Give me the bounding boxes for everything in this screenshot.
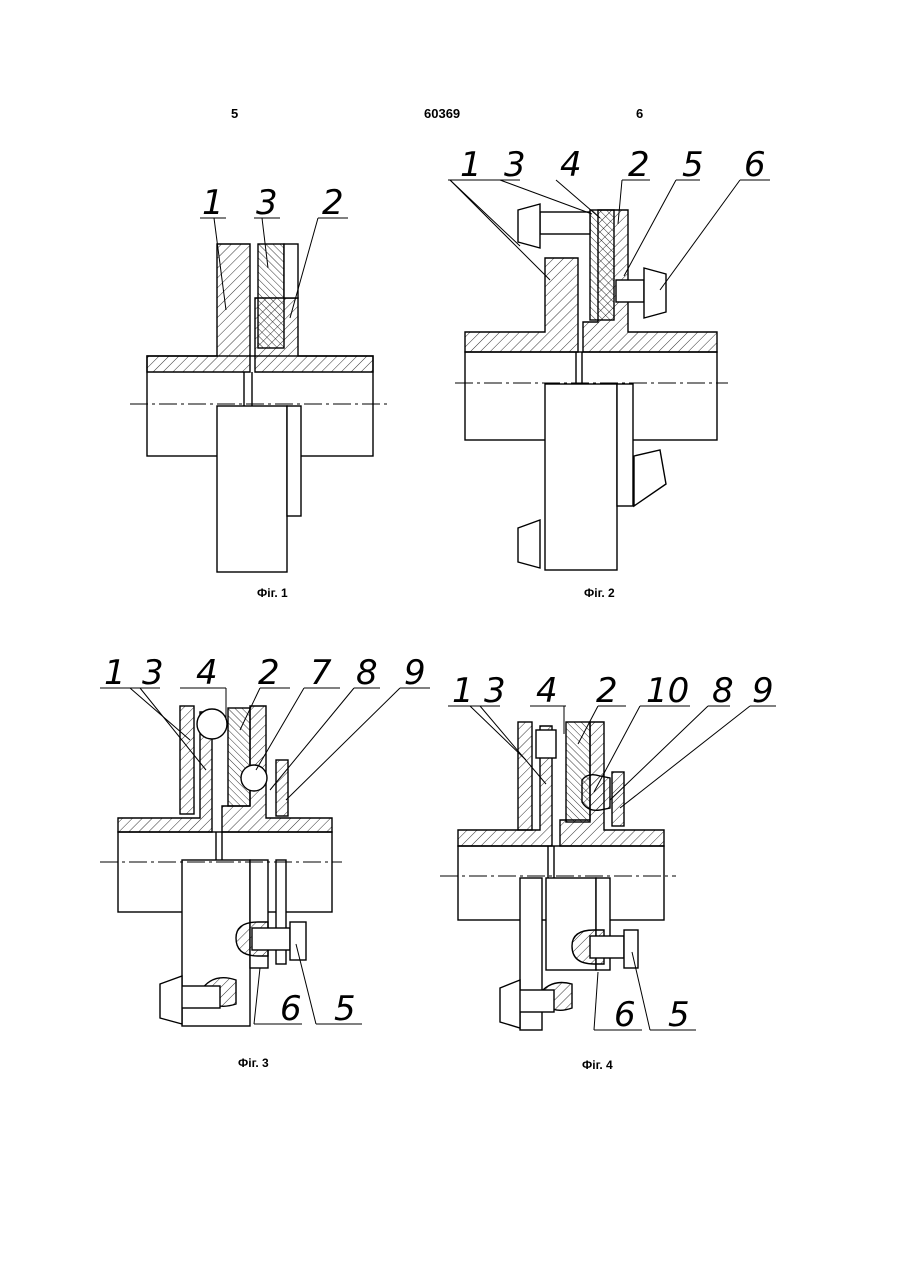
fig2-label-6: 6 (744, 145, 766, 185)
fig2-label-4: 4 (560, 145, 582, 185)
fig4-label-5: 5 (668, 995, 690, 1035)
fig4-label-9: 9 (752, 671, 774, 711)
fig3-label-3: 3 (142, 653, 164, 693)
fig4-label-4: 4 (536, 671, 558, 711)
figure-3-drawing (100, 688, 430, 1026)
fig3-label-5: 5 (334, 989, 356, 1029)
figure-2-drawing (448, 180, 770, 570)
figure-1-drawing (130, 218, 388, 572)
fig4-label-8: 8 (712, 671, 734, 711)
figure-3-caption: Фіг. 3 (238, 1056, 269, 1070)
fig1-label-3: 3 (256, 183, 278, 223)
fig4-label-6: 6 (614, 995, 636, 1035)
figure-1-caption: Фіг. 1 (257, 586, 288, 600)
fig3-label-4: 4 (196, 653, 218, 693)
fig3-label-8: 8 (356, 653, 378, 693)
fig2-label-1: 1 (460, 145, 482, 185)
fig2-label-3: 3 (504, 145, 526, 185)
figure-2-caption: Фіг. 2 (584, 586, 615, 600)
fig1-label-2: 2 (322, 183, 344, 223)
figure-4-drawing (440, 706, 776, 1030)
fig4-label-2: 2 (596, 671, 618, 711)
fig3-label-9: 9 (404, 653, 426, 693)
fig2-label-5: 5 (682, 145, 704, 185)
fig3-label-2: 2 (258, 653, 280, 693)
figure-1-labels: 1 3 2 (202, 183, 344, 223)
fig2-label-2: 2 (628, 145, 650, 185)
fig3-label-7: 7 (310, 653, 332, 693)
fig4-label-1: 1 (452, 671, 474, 711)
fig1-label-1: 1 (202, 183, 224, 223)
fig3-label-6: 6 (280, 989, 302, 1029)
figure-2-labels: 1 3 4 2 5 6 (460, 145, 766, 185)
figure-4-caption: Фіг. 4 (582, 1058, 613, 1072)
fig4-label-3: 3 (484, 671, 506, 711)
fig3-label-1: 1 (104, 653, 126, 693)
fig4-label-10: 10 (646, 671, 689, 711)
